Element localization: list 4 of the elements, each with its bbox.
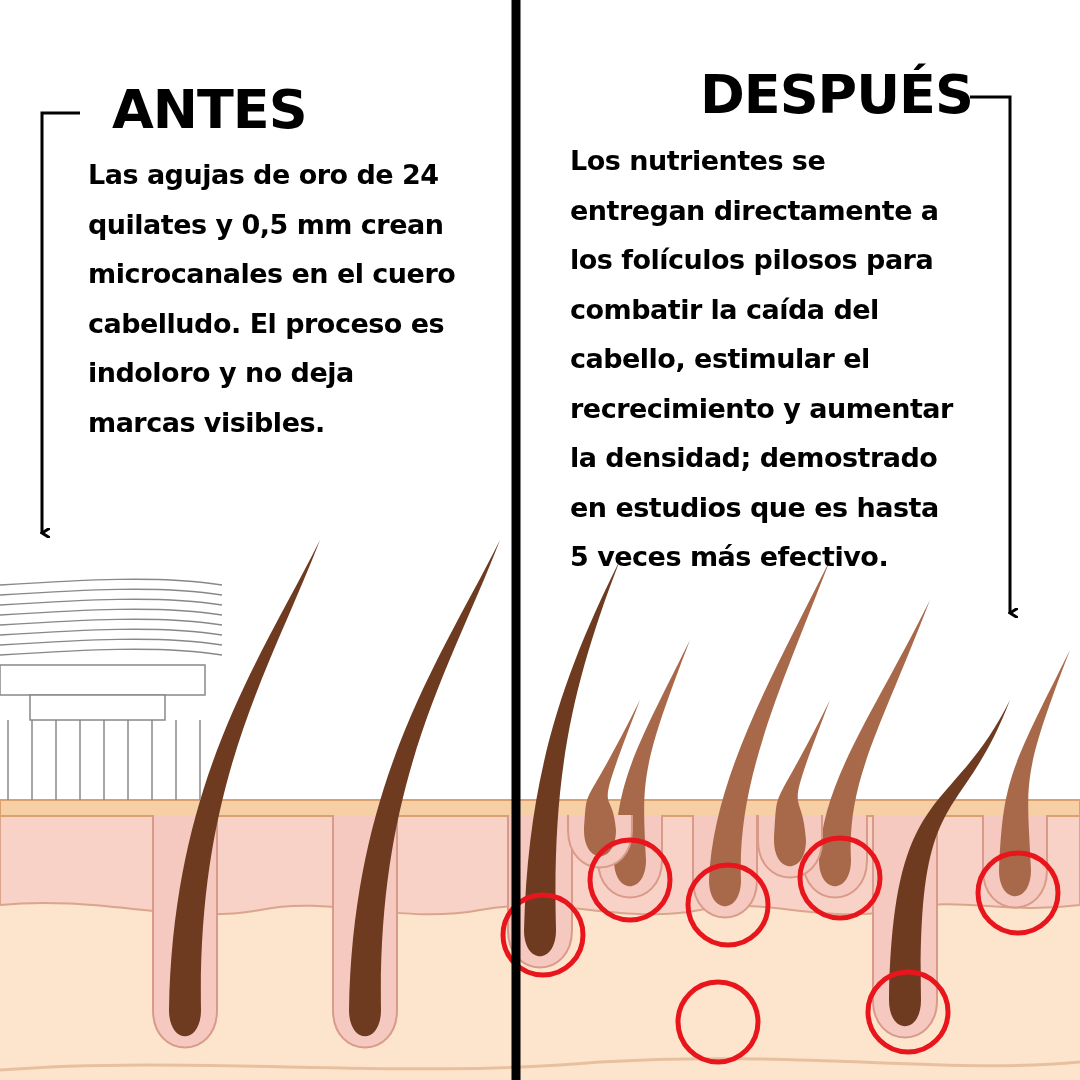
description-paragraph: Los nutrientes se entregan directamente a los folículos pilosos para combatir la caída del cabello, estimular el recrecimiento y aumentar la densidad; demostrado en estudios que es hasta 5 veces más efectivo. (570, 144, 955, 574)
before-heading: ANTES (112, 78, 307, 141)
after-heading: DESPUÉS (700, 63, 973, 126)
description-paragraph: Las agujas de oro de 24 quilates y 0,5 mm crean microcanales en el cuero cabelludo. El proceso es indoloro y no deja marcas visibles. (88, 158, 457, 440)
